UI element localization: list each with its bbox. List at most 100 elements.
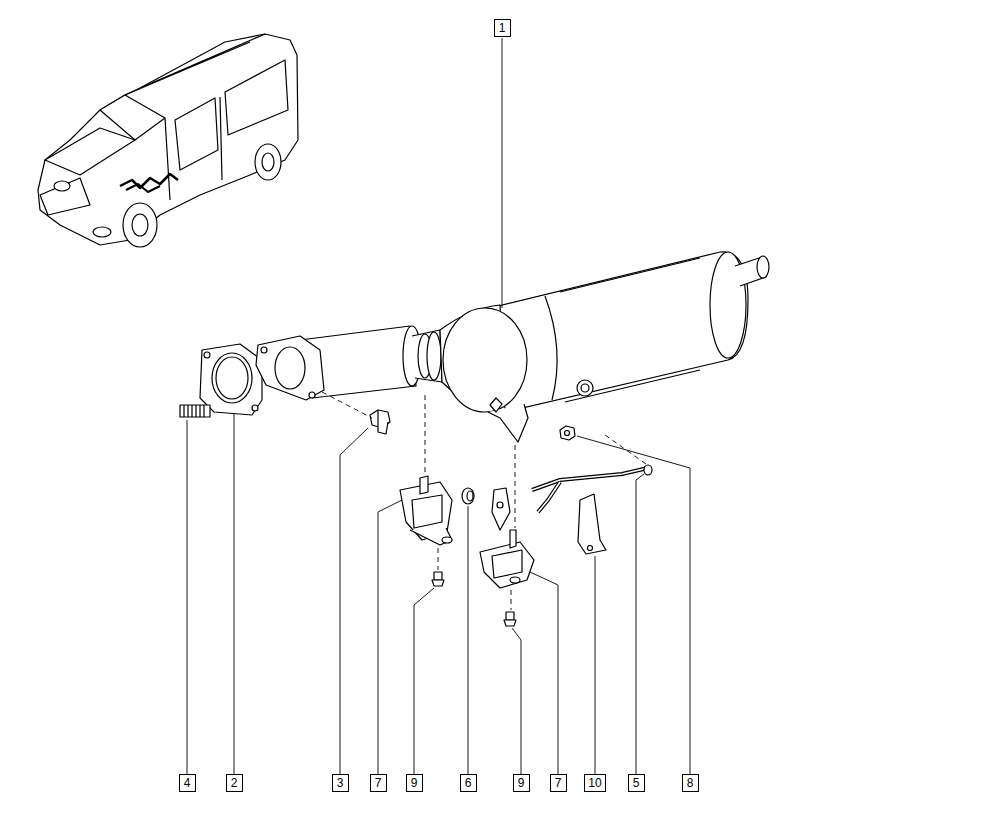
gasket bbox=[200, 344, 262, 415]
van-icon bbox=[120, 174, 178, 188]
gasket bbox=[204, 352, 210, 358]
van-icon bbox=[38, 34, 298, 245]
callout-number: 3 bbox=[332, 774, 349, 792]
bracket bbox=[510, 530, 516, 548]
nut bbox=[560, 426, 575, 440]
assembly-line bbox=[425, 395, 426, 476]
van-icon bbox=[54, 181, 70, 191]
leader-line bbox=[340, 428, 368, 774]
front-pipe bbox=[256, 336, 324, 400]
van-icon bbox=[38, 34, 298, 247]
bracket bbox=[400, 476, 452, 545]
callout-number: 10 bbox=[584, 774, 605, 792]
pipe-bracket bbox=[578, 494, 606, 554]
bolt bbox=[432, 572, 444, 586]
bracket bbox=[412, 495, 442, 528]
nut bbox=[560, 426, 575, 440]
front-pipe bbox=[309, 392, 315, 398]
leader-line bbox=[636, 474, 644, 774]
pressure-pipe bbox=[644, 465, 652, 475]
front-pipe bbox=[261, 347, 267, 353]
callout-number: 7 bbox=[550, 774, 567, 792]
particle-filter bbox=[577, 380, 593, 396]
nut bbox=[370, 410, 390, 434]
leader-line bbox=[234, 414, 235, 774]
pressure-pipe bbox=[538, 482, 560, 512]
bracket bbox=[442, 537, 452, 543]
assembly-line bbox=[515, 445, 516, 528]
van-icon bbox=[126, 184, 160, 192]
stud bbox=[180, 405, 210, 417]
callout-number: 4 bbox=[179, 774, 196, 792]
leader-line bbox=[577, 436, 690, 774]
assembly-line bbox=[511, 590, 512, 610]
bracket bbox=[480, 530, 534, 588]
pipe-bracket bbox=[588, 546, 593, 551]
leader-line bbox=[187, 420, 188, 774]
particle-filter bbox=[490, 398, 502, 412]
front-pipe bbox=[256, 326, 442, 400]
nut bbox=[565, 431, 570, 436]
gasket bbox=[200, 344, 262, 415]
callout-number: 6 bbox=[460, 774, 477, 792]
stud bbox=[184, 405, 204, 417]
bolt bbox=[432, 580, 444, 586]
assembly-line bbox=[322, 392, 372, 418]
bolt bbox=[504, 620, 516, 626]
leader-line bbox=[468, 506, 469, 774]
front-pipe bbox=[427, 332, 441, 380]
callout-number: 9 bbox=[406, 774, 423, 792]
particle-filter bbox=[560, 258, 700, 402]
callout-number: 2 bbox=[226, 774, 243, 792]
particle-filter bbox=[443, 308, 527, 412]
bracket bbox=[492, 550, 522, 578]
bracket bbox=[510, 577, 520, 583]
rubber-ring bbox=[462, 488, 474, 504]
van-icon bbox=[132, 214, 148, 236]
callout-number: 9 bbox=[513, 774, 530, 792]
particle-filter bbox=[757, 256, 769, 278]
nut bbox=[378, 410, 388, 434]
bolt bbox=[434, 572, 442, 580]
van-icon bbox=[123, 203, 157, 247]
callout-number: 5 bbox=[628, 774, 645, 792]
van-icon bbox=[40, 178, 90, 215]
callout-number: 1 bbox=[494, 19, 511, 37]
van-icon bbox=[93, 227, 111, 237]
rubber-ring bbox=[462, 488, 474, 504]
pipe-bracket bbox=[578, 494, 606, 554]
van-icon bbox=[262, 153, 274, 171]
pressure-pipe bbox=[538, 482, 560, 512]
particle-filter bbox=[545, 296, 557, 400]
bracket bbox=[410, 528, 452, 545]
van-icon bbox=[165, 97, 222, 200]
leader-line bbox=[512, 628, 521, 774]
bolt bbox=[506, 612, 514, 620]
assembly-line bbox=[322, 392, 646, 610]
leader-line bbox=[378, 500, 402, 774]
van-icon bbox=[255, 144, 281, 180]
callout-number: 8 bbox=[682, 774, 699, 792]
hanger bbox=[497, 502, 503, 508]
van-icon bbox=[45, 128, 135, 175]
leader-line bbox=[502, 38, 503, 308]
gasket bbox=[216, 357, 248, 399]
particle-filter bbox=[490, 252, 748, 412]
pressure-pipe bbox=[532, 468, 648, 490]
front-pipe bbox=[412, 330, 442, 382]
gasket bbox=[252, 405, 258, 411]
pressure-pipe bbox=[532, 468, 648, 490]
callout-number: 7 bbox=[370, 774, 387, 792]
bracket bbox=[420, 476, 428, 494]
van-icon bbox=[225, 60, 288, 135]
particle-filter bbox=[581, 384, 589, 392]
van-icon bbox=[175, 98, 218, 170]
leader-line bbox=[595, 556, 596, 774]
gasket bbox=[212, 353, 252, 403]
rubber-ring bbox=[467, 491, 473, 501]
front-pipe bbox=[275, 347, 305, 389]
bolt bbox=[504, 612, 516, 626]
leader-line bbox=[530, 572, 558, 774]
assembly-line bbox=[438, 548, 439, 570]
